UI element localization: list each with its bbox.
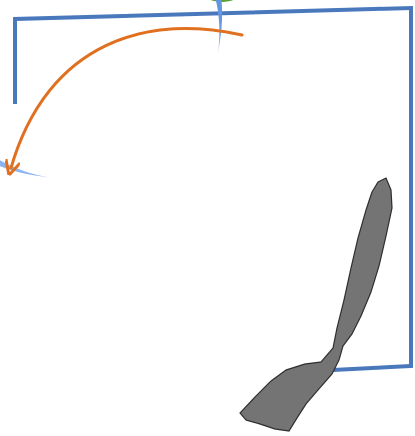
top-green-shape [200, 0, 244, 2]
gray-rock-shape [240, 178, 392, 431]
gradient-ring-arc [0, 0, 222, 178]
orange-curved-arrow [11, 28, 242, 168]
